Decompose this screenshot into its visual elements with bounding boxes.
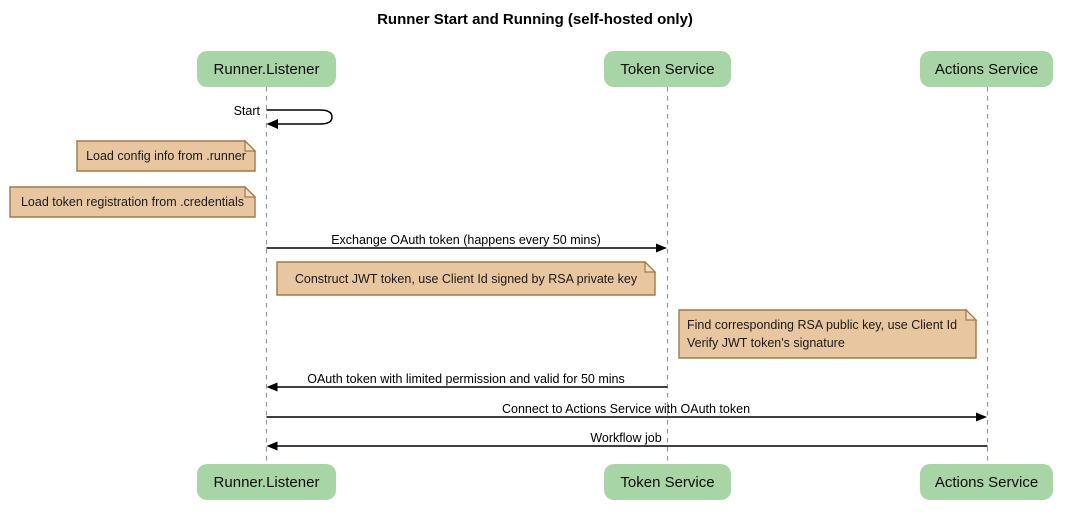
message-label-workflow-job: Workflow job <box>590 431 662 445</box>
message-label-exchange-oauth: Exchange OAuth token (happens every 50 m… <box>331 233 601 247</box>
diagram-title: Runner Start and Running (self-hosted on… <box>377 11 693 28</box>
participant-label: Token Service <box>620 473 715 491</box>
participant-label: Runner.Listener <box>213 473 320 491</box>
note-shape-find-rsa <box>678 308 978 359</box>
note-load-config: Load config info from .runner <box>86 149 246 163</box>
message-workflow-arrowhead <box>266 441 278 451</box>
note-shape-load-config <box>76 139 257 172</box>
note-find-rsa-public-key: Find corresponding RSA public key, use C… <box>687 317 958 350</box>
note-load-token-registration: Load token registration from .credential… <box>20 195 245 209</box>
note-construct-jwt: Construct JWT token, use Client Id signe… <box>294 271 638 286</box>
message-label-start: Start <box>233 104 260 118</box>
participant-label: Actions Service <box>934 60 1039 78</box>
message-label-connect: Connect to Actions Service with OAuth to… <box>501 402 751 416</box>
message-label-oauth-token: OAuth token with limited permission and … <box>307 372 625 386</box>
message-start-self-loop <box>266 109 333 125</box>
participant-label: Actions Service <box>934 473 1039 491</box>
participant-label: Runner.Listener <box>213 60 320 78</box>
participant-token-service-bottom: Token Service <box>604 464 731 500</box>
message-oauth-token-arrowhead <box>266 382 278 392</box>
participant-runner-listener-bottom: Runner.Listener <box>197 464 336 500</box>
participant-label: Token Service <box>620 60 715 78</box>
message-exchange-oauth-arrowhead <box>656 243 667 253</box>
note-shape-construct-jwt <box>276 260 657 296</box>
note-shape-load-token <box>9 185 257 218</box>
participant-actions-service-bottom: Actions Service <box>920 464 1053 500</box>
message-start-arrowhead <box>266 119 278 129</box>
participant-token-service-top: Token Service <box>604 51 731 87</box>
participant-actions-service-top: Actions Service <box>920 51 1053 87</box>
message-connect-arrowhead <box>976 412 987 422</box>
participant-runner-listener-top: Runner.Listener <box>197 51 336 87</box>
